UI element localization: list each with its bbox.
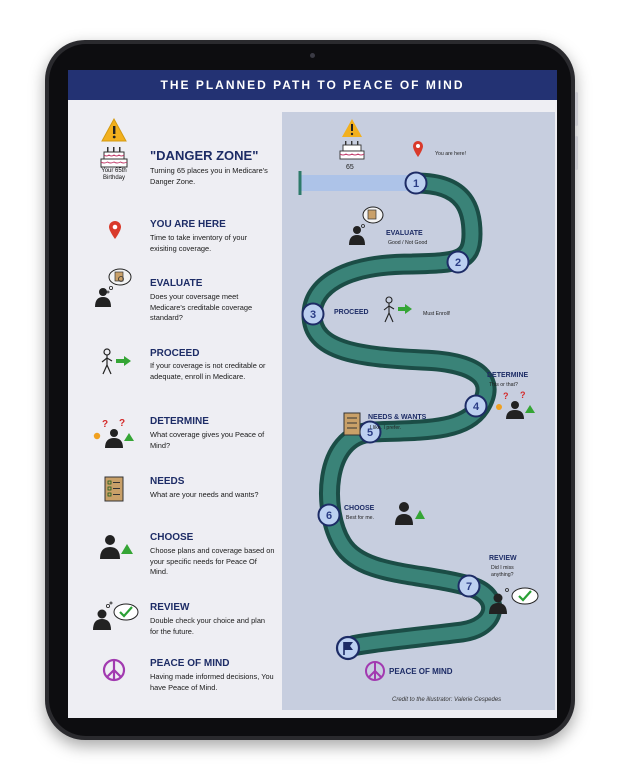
- determine-title: DETERMINE: [150, 416, 209, 427]
- evaluate-desc: Does your coversage meet Medicare's cred…: [150, 292, 253, 322]
- step-marker: 1: [404, 171, 428, 195]
- proceed-desc: If your coverage is not creditable or ad…: [150, 361, 266, 381]
- step-marker: 2: [446, 250, 470, 274]
- review-map-sub-2: anything?: [491, 572, 514, 578]
- person-reviewing-icon: [93, 601, 139, 630]
- person-deciding-icon: ? ?: [496, 390, 535, 419]
- choose-map-label: CHOOSE: [344, 505, 375, 512]
- evaluate-map-label: EVALUATE: [386, 230, 423, 237]
- peace-sign-icon: [102, 658, 126, 682]
- person-deciding-icon: ? ?: [93, 418, 134, 448]
- review-title: REVIEW: [150, 602, 190, 613]
- walking-person-icon: [383, 296, 412, 323]
- review-map-sub-1: Did I miss: [491, 565, 514, 571]
- peace-of-mind-title: PEACE OF MIND: [150, 658, 230, 669]
- entry-determine: ? ? DETERMINE What coverage gives you Pe…: [68, 412, 273, 457]
- you-are-here-label: You are here!: [435, 151, 466, 157]
- person-thinking-icon: [349, 206, 384, 245]
- warning-icon: [101, 118, 127, 142]
- page-title: THE PLANNED PATH TO PEACE OF MIND: [68, 70, 557, 100]
- evaluate-title: EVALUATE: [150, 278, 203, 289]
- entry-choose: CHOOSE Choose plans and coverage based o…: [68, 528, 275, 583]
- camera-dot: [310, 53, 315, 58]
- needs-wants-map-label: NEEDS & WANTS: [368, 414, 427, 421]
- person-choosing-icon: [100, 535, 133, 559]
- entry-peace-of-mind: PEACE OF MIND Having made informed decis…: [68, 654, 274, 709]
- you-are-here-desc: Time to take inventory of your exisiting…: [150, 233, 248, 253]
- infographic-screen: THE PLANNED PATH TO PEACE OF MIND Your 6…: [68, 70, 557, 718]
- review-desc: Double check your choice and plan for th…: [150, 616, 266, 636]
- proceed-map-sub: Must Enroll!: [423, 311, 451, 317]
- entry-proceed: PROCEED If your coverage is not creditab…: [68, 342, 273, 402]
- checklist-icon: [343, 412, 361, 436]
- checklist-icon: [104, 476, 124, 502]
- entry-needs: NEEDS What are your needs and wants?: [68, 472, 273, 512]
- svg-text:7: 7: [466, 581, 472, 593]
- proceed-map-label: PROCEED: [334, 309, 369, 316]
- evaluate-map-sub: Good / Not Good: [388, 240, 428, 246]
- path-map: 1 2 3 4 5 6 7 65 You are here!: [282, 112, 555, 710]
- age-65-label: 65: [346, 164, 354, 171]
- birthday-cake-icon: [100, 147, 128, 168]
- svg-text:?: ?: [119, 418, 125, 429]
- choose-title: CHOOSE: [150, 532, 194, 543]
- svg-text:?: ?: [503, 391, 509, 401]
- determine-desc: What coverage gives you Peace of Mind?: [150, 430, 265, 450]
- svg-text:?: ?: [520, 390, 526, 400]
- choose-map-sub: Best for me.: [346, 515, 374, 521]
- proceed-title: PROCEED: [150, 348, 200, 359]
- entry-review: REVIEW Double check your choice and plan…: [68, 598, 273, 643]
- determine-map-label: DETERMINE: [487, 372, 529, 379]
- you-are-here-title: YOU ARE HERE: [150, 219, 226, 230]
- peace-of-mind-map-label: PEACE OF MIND: [389, 667, 453, 676]
- step-marker: 4: [464, 394, 488, 418]
- svg-text:1: 1: [413, 178, 419, 190]
- entry-danger-zone: Your 65th Birthday "DANGER ZONE" Turning…: [68, 110, 273, 186]
- illustrator-credit: Credit to the illustrator: Valerie Cespe…: [392, 697, 502, 703]
- svg-text:4: 4: [473, 401, 480, 413]
- danger-zone-title: "DANGER ZONE": [150, 148, 259, 163]
- finish-flag-marker: [335, 635, 361, 661]
- entry-you-are-here: YOU ARE HERE Time to take inventory of y…: [68, 215, 273, 260]
- svg-text:6: 6: [326, 510, 332, 522]
- winding-path-svg: 1 2 3 4 5 6 7: [298, 171, 503, 661]
- location-pin-icon: [109, 221, 121, 239]
- person-choosing-icon: [395, 502, 425, 525]
- svg-text:3: 3: [310, 309, 316, 321]
- birthday-cake-icon: [339, 141, 365, 160]
- person-thinking-icon: [95, 268, 132, 307]
- step-marker: 7: [457, 574, 481, 598]
- person-reviewing-icon: [489, 587, 539, 614]
- side-button: [575, 136, 578, 170]
- determine-map-sub: This or that?: [489, 382, 518, 388]
- svg-text:5: 5: [367, 427, 373, 439]
- needs-title: NEEDS: [150, 476, 185, 487]
- review-map-label: REVIEW: [489, 555, 517, 562]
- warning-icon: [342, 119, 362, 137]
- svg-text:?: ?: [102, 419, 108, 430]
- location-pin-icon: [413, 141, 423, 157]
- danger-zone-desc: Turning 65 places you in Medicare's Dang…: [150, 166, 268, 186]
- birthday-caption: Your 65th Birthday: [101, 168, 127, 181]
- step-marker: 3: [301, 302, 325, 326]
- peace-of-mind-desc: Having made informed decisions, You have…: [150, 672, 274, 692]
- walking-person-icon: [101, 348, 131, 375]
- needs-desc: What are your needs and wants?: [150, 490, 259, 499]
- side-button: [575, 92, 578, 126]
- peace-sign-icon: [365, 661, 385, 681]
- choose-desc: Choose plans and coverage based on your …: [150, 546, 275, 576]
- svg-text:2: 2: [455, 257, 461, 269]
- entry-evaluate: EVALUATE Does your coversage meet Medica…: [68, 266, 273, 328]
- needs-wants-map-sub: I like. I prefer.: [370, 425, 402, 431]
- step-marker: 6: [317, 503, 341, 527]
